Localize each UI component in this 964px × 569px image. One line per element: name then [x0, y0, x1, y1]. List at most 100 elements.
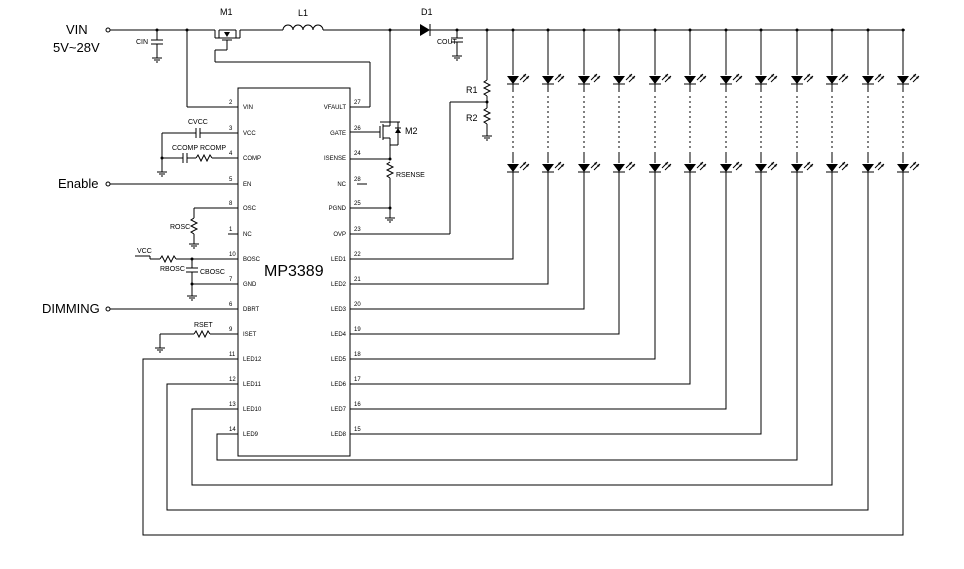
- junction-dot: [190, 282, 194, 286]
- rcomp-resistor: [195, 153, 213, 163]
- ground-symbol: [482, 135, 492, 141]
- led-channel-wire: [350, 172, 727, 410]
- rsense-resistor: [385, 161, 395, 179]
- d1-label: D1: [421, 7, 433, 17]
- cout-capacitor: [451, 30, 463, 61]
- pin-name: BOSC: [243, 257, 261, 263]
- led-icon: [720, 161, 743, 173]
- pin-name: LED6: [331, 382, 347, 388]
- led-channel-wire: [350, 172, 514, 260]
- cin-label: CIN: [136, 39, 148, 46]
- d1-diode: [420, 24, 431, 36]
- led-channel-wire: [216, 172, 798, 461]
- led-channel-wires: [142, 172, 904, 536]
- ccomp-label: CCOMP: [172, 145, 198, 152]
- pin-name: LED7: [331, 407, 347, 413]
- pin-name: OSC: [243, 206, 257, 212]
- pin-number: 13: [229, 402, 236, 408]
- pin-number: 1: [229, 227, 233, 233]
- pin-number: 6: [229, 302, 233, 308]
- enable-label: Enable: [58, 176, 98, 191]
- right-pins: 27VFAULT26GATE24ISENSE28NC25PGND23OVP22L…: [324, 100, 362, 438]
- junction-dot: [388, 157, 392, 161]
- led-channel-wire: [350, 172, 549, 285]
- r2-resistor: [482, 107, 492, 125]
- m1-label: M1: [220, 7, 233, 17]
- pin-name: LED8: [331, 432, 347, 438]
- led-icon: [826, 161, 849, 173]
- pin-name: DBRT: [243, 307, 260, 313]
- pin-number: 23: [354, 227, 361, 233]
- m2-mosfet: [379, 118, 401, 146]
- pin-name: COMP: [243, 156, 261, 162]
- junction-dot: [485, 28, 489, 32]
- pin-name: VFAULT: [324, 105, 347, 111]
- pin-name: LED10: [243, 407, 262, 413]
- pin-number: 9: [229, 327, 233, 333]
- junction-dot: [388, 206, 392, 210]
- m2-label: M2: [405, 126, 418, 136]
- led-channel-wire: [350, 172, 691, 385]
- led-string: [507, 28, 530, 173]
- pin-name: LED1: [331, 257, 347, 263]
- vin-range-label: 5V~28V: [53, 40, 100, 55]
- led-channel-wire: [350, 172, 585, 310]
- junction-dot: [455, 28, 459, 32]
- pin-number: 3: [229, 126, 233, 132]
- led-string: [862, 28, 885, 173]
- pin-number: 7: [229, 277, 233, 283]
- led-string: [578, 28, 601, 173]
- pin-number: 17: [354, 377, 361, 383]
- led-channel-wire: [142, 172, 904, 536]
- vin-label: VIN: [66, 22, 88, 37]
- enable-terminal: [105, 181, 111, 187]
- ground-symbol: [187, 295, 197, 301]
- pin-number: 27: [354, 100, 361, 106]
- rset-label: RSET: [194, 322, 213, 329]
- pin-name: EN: [243, 182, 251, 188]
- ground-symbol: [155, 347, 165, 353]
- led-string: [542, 28, 565, 173]
- l1-inductor: [282, 24, 324, 31]
- rbosc-label: RBOSC: [160, 266, 185, 273]
- m1-mosfet: [214, 29, 241, 62]
- mp3389-chip: [237, 87, 351, 457]
- led-icon: [649, 161, 672, 173]
- led-icon: [542, 73, 565, 85]
- led-channel-wire: [350, 172, 620, 335]
- led-string: [649, 28, 672, 173]
- rset-resistor: [193, 329, 211, 339]
- pin-number: 10: [229, 252, 236, 258]
- ground-symbol: [157, 171, 167, 177]
- ground-symbol: [189, 243, 199, 249]
- led-icon: [613, 161, 636, 173]
- pin-number: 28: [354, 177, 361, 183]
- pin-number: 19: [354, 327, 361, 333]
- rcomp-label: RCOMP: [200, 145, 226, 152]
- led-string: [684, 28, 707, 173]
- led-icon: [684, 161, 707, 173]
- junction-dot: [155, 28, 159, 32]
- r1-label: R1: [466, 85, 478, 95]
- led-icon: [578, 161, 601, 173]
- pin-number: 8: [229, 201, 233, 207]
- led-channel-wire: [350, 172, 656, 360]
- r2-label: R2: [466, 113, 478, 123]
- rosc-label: ROSC: [170, 224, 190, 231]
- pin-name: GND: [243, 282, 257, 288]
- pin-name: LED4: [331, 332, 347, 338]
- pin-name: NC: [337, 182, 346, 188]
- l1-label: L1: [298, 8, 308, 18]
- pin-number: 12: [229, 377, 236, 383]
- pin-number: 26: [354, 126, 361, 132]
- led-icon: [649, 73, 672, 85]
- led-string: [613, 28, 636, 173]
- rsense-label: RSENSE: [396, 172, 425, 179]
- led-icon: [862, 73, 885, 85]
- dimming-terminal: [105, 306, 111, 312]
- led-icon: [578, 73, 601, 85]
- pin-name: ISENSE: [324, 156, 346, 162]
- pin-name: OVP: [333, 232, 346, 238]
